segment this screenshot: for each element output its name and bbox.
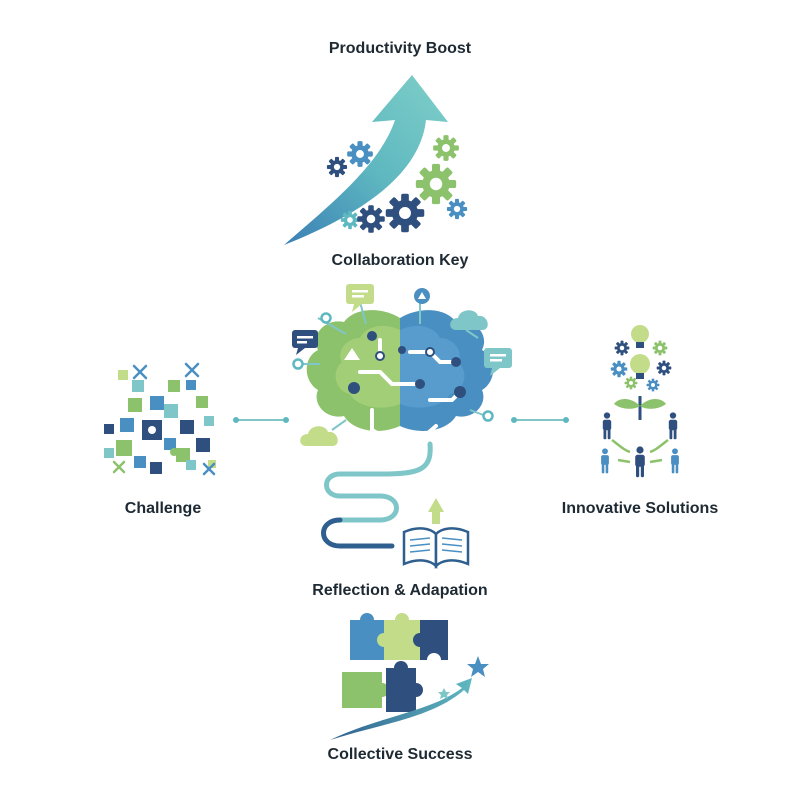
brain-circuit-icon — [306, 310, 494, 442]
open-book-icon — [402, 498, 470, 570]
star-icon — [438, 656, 489, 699]
lightbulb-icon — [630, 325, 650, 379]
chat-bubble-icon — [484, 348, 512, 376]
collaboration-key-label: Collaboration Key — [331, 252, 469, 269]
winding-path — [321, 441, 433, 549]
chat-bubble-icon — [346, 284, 374, 312]
triangle-node-icon — [414, 288, 430, 304]
sprout-icon — [614, 396, 666, 420]
person-icon — [601, 412, 679, 478]
success-swoosh — [330, 678, 472, 740]
puzzle-piece-icon — [342, 613, 448, 712]
cloud-icon — [450, 310, 488, 330]
productivity-boost-graphic — [284, 75, 468, 245]
innovative-solutions-graphic — [601, 325, 679, 478]
challenge-label: Challenge — [124, 500, 202, 517]
connector-nodes — [292, 312, 494, 422]
innovative-solutions-label: Innovative Solutions — [561, 500, 719, 517]
rising-arrow-icon — [284, 75, 448, 245]
side-connectors — [233, 417, 569, 423]
chat-bubble-icon — [292, 330, 318, 355]
cloud-icon — [300, 426, 338, 446]
productivity-boost-label: Productivity Boost — [328, 40, 472, 57]
reflection-adaptation-label: Reflection & Adapation — [312, 582, 488, 599]
challenge-puzzle-cluster — [104, 362, 216, 476]
collective-success-label: Collective Success — [327, 746, 473, 763]
